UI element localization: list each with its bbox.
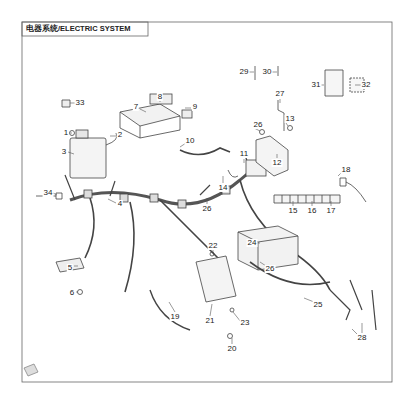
callout-number: 29 bbox=[239, 68, 250, 76]
sensor-lead bbox=[340, 178, 366, 202]
callout-number: 26 bbox=[202, 205, 213, 213]
battery bbox=[238, 226, 298, 270]
fuse-divider bbox=[282, 195, 330, 203]
module-side bbox=[120, 112, 180, 138]
module-bracket bbox=[182, 110, 192, 118]
module bbox=[120, 104, 180, 126]
title-frame bbox=[22, 22, 148, 36]
callout-number: 6 bbox=[69, 289, 75, 297]
label-sheet bbox=[325, 70, 343, 96]
relay-lead bbox=[106, 133, 117, 145]
sensor bbox=[56, 258, 84, 272]
callout-number: 8 bbox=[157, 93, 163, 101]
callout-number: 4 bbox=[117, 200, 123, 208]
connector bbox=[150, 194, 158, 202]
callout-number: 7 bbox=[133, 103, 139, 111]
callout-number: 21 bbox=[205, 317, 216, 325]
relay bbox=[70, 138, 106, 178]
connector bbox=[84, 190, 92, 198]
bolt bbox=[255, 66, 278, 80]
callout-number: 20 bbox=[227, 345, 238, 353]
callout-number: 28 bbox=[357, 334, 368, 342]
screw bbox=[230, 308, 234, 312]
callout-number: 25 bbox=[313, 301, 324, 309]
callout-number: 18 bbox=[341, 166, 352, 174]
lead bbox=[150, 290, 190, 330]
callout-number: 31 bbox=[311, 81, 322, 89]
screw bbox=[260, 130, 265, 135]
regulator bbox=[256, 136, 288, 176]
callout-number: 13 bbox=[285, 115, 296, 123]
callout-number: 9 bbox=[192, 103, 198, 111]
screw bbox=[78, 290, 83, 295]
callout-number: 14 bbox=[218, 184, 229, 192]
relay-cap bbox=[76, 130, 88, 138]
callout-number: 5 bbox=[67, 264, 73, 272]
callout-number: 11 bbox=[239, 150, 249, 158]
callout-number: 27 bbox=[275, 90, 286, 98]
cable bbox=[180, 148, 230, 155]
bolt bbox=[278, 100, 284, 131]
battery-cable bbox=[250, 262, 330, 285]
grommet bbox=[62, 100, 70, 107]
callout-number: 26 bbox=[265, 265, 276, 273]
sensor-lead bbox=[330, 280, 376, 330]
fuse-row bbox=[274, 195, 340, 203]
callout-number: 15 bbox=[288, 207, 299, 215]
nut bbox=[288, 126, 293, 131]
diagram-title: 电器系统/ELECTRIC SYSTEM bbox=[26, 25, 131, 33]
main-harness bbox=[70, 155, 280, 204]
callout-number: 30 bbox=[262, 68, 273, 76]
callout-number: 10 bbox=[185, 137, 196, 145]
callout-number: 34 bbox=[43, 189, 54, 197]
leader-lines bbox=[53, 72, 362, 344]
callout-number: 22 bbox=[208, 242, 219, 250]
ecu bbox=[196, 256, 236, 302]
callout-number: 1 bbox=[63, 129, 69, 137]
callout-number: 26 bbox=[253, 121, 264, 129]
screw bbox=[210, 252, 214, 256]
callout-number: 2 bbox=[117, 131, 123, 139]
callout-number: 33 bbox=[75, 99, 86, 107]
module-cover bbox=[150, 94, 172, 104]
callout-number: 12 bbox=[272, 159, 283, 167]
callout-number: 19 bbox=[170, 313, 181, 321]
callout-number: 3 bbox=[61, 148, 67, 156]
frame bbox=[22, 22, 392, 382]
callout-number: 23 bbox=[240, 319, 251, 327]
screw bbox=[228, 334, 233, 339]
callout-number: 16 bbox=[307, 207, 318, 215]
clip bbox=[228, 170, 238, 177]
callout-number: 24 bbox=[247, 239, 258, 247]
callout-number: 17 bbox=[326, 207, 337, 215]
harness-branch bbox=[65, 155, 250, 200]
corner-icon bbox=[24, 364, 38, 376]
callout-number: 32 bbox=[361, 81, 372, 89]
connector bbox=[178, 200, 186, 208]
